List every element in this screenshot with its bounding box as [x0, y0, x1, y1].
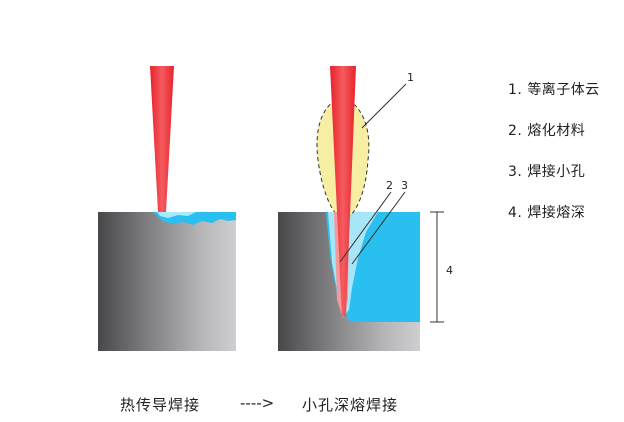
caption-conduction-welding: 热传导焊接: [120, 396, 201, 414]
legend: 1. 等离子体云 2. 熔化材料 3. 焊接小孔 4. 焊接熔深: [508, 80, 600, 244]
callout-4: 4: [446, 264, 453, 277]
legend-item-molten-material: 2. 熔化材料: [508, 121, 600, 141]
legend-number: 2.: [508, 123, 523, 139]
right-laser-beam: [330, 66, 356, 316]
legend-item-plasma-cloud: 1. 等离子体云: [508, 80, 600, 100]
leader-line-3: [351, 191, 406, 265]
callout-1: 1: [407, 71, 414, 84]
leader-line-2: [339, 191, 392, 263]
legend-number: 3.: [508, 164, 523, 180]
legend-text: 熔化材料: [527, 123, 586, 139]
leader-lines: [339, 83, 407, 265]
left-laser-beam: [150, 66, 174, 212]
left-melt-pool-highlight: [157, 212, 196, 218]
caption-keyhole-welding: 小孔深熔焊接: [302, 396, 399, 414]
legend-text: 等离子体云: [527, 82, 600, 98]
legend-item-keyhole: 3. 焊接小孔: [508, 162, 600, 182]
callout-2: 2: [386, 179, 393, 192]
leader-line-1: [361, 83, 407, 129]
legend-number: 1.: [508, 82, 523, 98]
legend-item-penetration-depth: 4. 焊接熔深: [508, 203, 600, 223]
legend-number: 4.: [508, 205, 523, 221]
left-metal-block: [98, 212, 236, 351]
conduction-weld-block: [98, 66, 236, 351]
plasma-cloud-outline: [316, 96, 370, 217]
callout-3: 3: [401, 179, 408, 192]
legend-text: 焊接小孔: [527, 164, 586, 180]
depth-dimension: [430, 211, 444, 323]
keyhole-weld-block: [278, 66, 444, 351]
caption-arrow: ---->: [240, 394, 275, 412]
legend-text: 焊接熔深: [527, 205, 586, 221]
